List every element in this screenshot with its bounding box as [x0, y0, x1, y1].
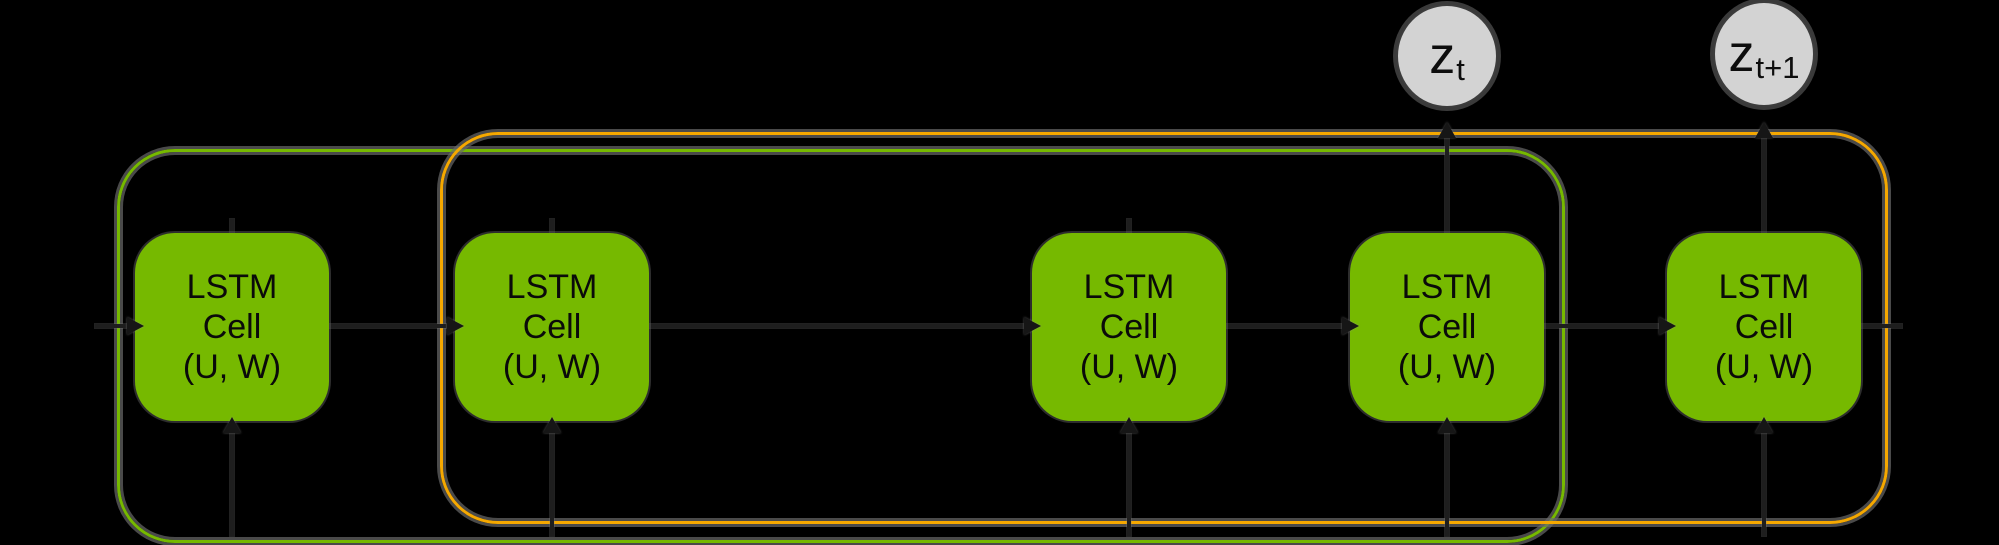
output-stub-cell2	[550, 219, 554, 235]
lstm-cell-2-line2: Cell	[522, 308, 582, 346]
input-line-cell4	[1445, 428, 1449, 536]
input-line-cell1	[230, 428, 234, 536]
arrowhead-into-cell1-icon	[127, 317, 144, 335]
input-arrowhead-cell5-icon	[1755, 417, 1773, 433]
input-arrowhead-cell4-icon	[1438, 417, 1456, 433]
output-node-zt-subscript: t	[1456, 51, 1465, 87]
connector-cell4-cell5	[1543, 324, 1658, 328]
lstm-cell-4: LSTM Cell (U, W)	[1350, 233, 1544, 421]
lstm-cell-1-line2: Cell	[202, 308, 262, 346]
arrowhead-into-cell3-icon	[1024, 317, 1041, 335]
output-line-cell5-to-zt1	[1762, 130, 1766, 234]
connector-cell2-cell3	[648, 324, 1023, 328]
lstm-cell-2-line1: LSTM	[506, 268, 598, 306]
output-node-zt-label: z	[1429, 27, 1456, 85]
input-line-cell5	[1762, 428, 1766, 536]
output-arrowhead-zt1-icon	[1755, 122, 1773, 138]
output-stub-cell3	[1127, 219, 1131, 235]
lstm-cell-3-line2: Cell	[1099, 308, 1159, 346]
input-arrowhead-cell2-icon	[543, 417, 561, 433]
lstm-cell-5-line3: (U, W)	[1714, 348, 1814, 386]
window-orange-cells-2-5	[440, 132, 1888, 524]
input-arrowhead-cell1-icon	[223, 417, 241, 433]
output-node-zt1: z t+1	[1713, 1, 1815, 107]
lstm-cell-4-line3: (U, W)	[1397, 348, 1497, 386]
input-line-cell2	[550, 428, 554, 536]
lstm-cell-5: LSTM Cell (U, W)	[1667, 233, 1861, 421]
connector-out-of-cell5	[1860, 324, 1902, 328]
connector-cell3-cell4	[1224, 324, 1341, 328]
lstm-cell-5-line1: LSTM	[1718, 268, 1810, 306]
lstm-cell-2-line3: (U, W)	[502, 348, 602, 386]
lstm-cell-5-line2: Cell	[1734, 308, 1794, 346]
input-line-cell3	[1127, 428, 1131, 536]
lstm-cell-1: LSTM Cell (U, W)	[135, 233, 329, 421]
connector-cell1-cell2	[328, 324, 446, 328]
output-stub-cell1	[230, 219, 234, 235]
lstm-cell-3: LSTM Cell (U, W)	[1032, 233, 1226, 421]
arrowhead-into-cell5-icon	[1659, 317, 1676, 335]
lstm-cell-1-line3: (U, W)	[182, 348, 282, 386]
lstm-cell-4-line2: Cell	[1417, 308, 1477, 346]
output-node-zt1-label: z	[1728, 25, 1755, 83]
window-green-cells-1-4	[117, 149, 1565, 543]
output-node-zt: z t	[1396, 4, 1498, 108]
output-line-cell4-to-zt	[1445, 130, 1449, 234]
lstm-cell-3-line1: LSTM	[1083, 268, 1175, 306]
lstm-cell-4-line1: LSTM	[1401, 268, 1493, 306]
output-node-zt1-subscript: t+1	[1755, 49, 1800, 85]
input-arrowhead-cell3-icon	[1120, 417, 1138, 433]
lstm-cell-2: LSTM Cell (U, W)	[455, 233, 649, 421]
lstm-cell-3-line3: (U, W)	[1079, 348, 1179, 386]
lstm-cell-1-line1: LSTM	[186, 268, 278, 306]
output-arrowhead-zt-icon	[1438, 122, 1456, 138]
arrowhead-into-cell4-icon	[1342, 317, 1359, 335]
connector-into-cell1	[95, 324, 130, 328]
arrowhead-into-cell2-icon	[447, 317, 464, 335]
